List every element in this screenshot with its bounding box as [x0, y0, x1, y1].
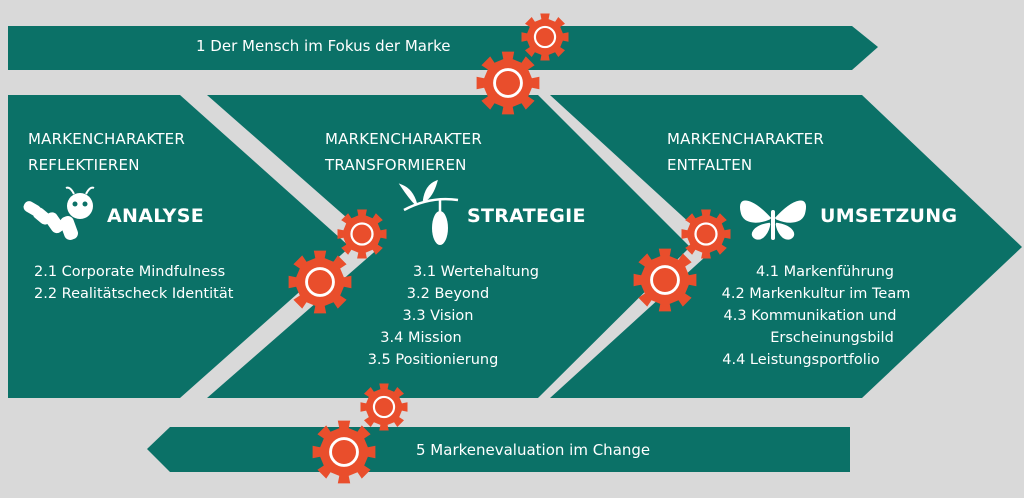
phase-umsetzung-items: 4.1 Markenführung 4.2 Markenkultur im Te… — [690, 261, 930, 371]
gear-icon — [633, 248, 697, 312]
phase-strategie-shape — [207, 95, 690, 398]
gear-icon — [360, 383, 408, 431]
phase-analyse-items: 2.1 Corporate Mindfulness 2.2 Realitätsc… — [34, 261, 233, 305]
list-item: 3.3 Vision — [402, 308, 474, 324]
heading-line: MARKENCHARAKTER — [667, 130, 824, 148]
heading-line: MARKENCHARAKTER — [325, 130, 482, 148]
list-item: 4.1 Markenführung — [755, 264, 895, 280]
phase-strategie-items: 3.1 Wertehaltung 3.2 Beyond 3.3 Vision 3… — [336, 261, 546, 371]
gear-icon — [681, 209, 731, 259]
list-item: 3.2 Beyond — [406, 286, 490, 302]
list-item: 3.1 Wertehaltung — [412, 264, 540, 280]
phase-umsetzung-shape — [550, 95, 1022, 398]
gear-icon — [521, 13, 569, 61]
heading-line: REFLEKTIEREN — [28, 156, 140, 174]
gear-icon — [288, 250, 352, 314]
gear-icon — [337, 209, 387, 259]
gear-icon — [476, 51, 540, 115]
phase-analyse-title: ANALYSE — [107, 205, 204, 227]
list-item: 4.2 Markenkultur im Team — [721, 286, 911, 302]
heading-line: TRANSFORMIEREN — [325, 156, 467, 174]
list-item: 3.5 Positionierung — [367, 352, 499, 368]
butterfly-icon — [738, 199, 808, 241]
top-bar-label: 1 Der Mensch im Fokus der Marke — [196, 37, 451, 55]
larva-icon — [23, 186, 95, 240]
list-item: 2.1 Corporate Mindfulness — [34, 264, 226, 280]
gear-icon — [312, 420, 376, 484]
heading-line: ENTFALTEN — [667, 156, 753, 174]
top-bar-shape — [8, 26, 878, 70]
list-item: 4.4 Leistungsportfolio — [722, 352, 880, 368]
list-item: 2.2 Realitätscheck Identität — [34, 286, 234, 302]
cocoon-branch-icon — [398, 179, 459, 245]
phase-umsetzung-heading: MARKENCHARAKTER ENTFALTEN — [667, 126, 824, 178]
phase-strategie-heading: MARKENCHARAKTER TRANSFORMIEREN — [325, 126, 482, 178]
list-item: 4.3 Kommunikation und — [723, 308, 897, 324]
list-item: Erscheinungsbild — [770, 330, 894, 346]
heading-line: MARKENCHARAKTER — [28, 130, 185, 148]
list-item: 3.4 Mission — [380, 330, 462, 346]
phase-strategie-title: STRATEGIE — [467, 205, 586, 227]
phase-analyse-shape — [8, 95, 350, 398]
phase-analyse-heading: MARKENCHARAKTER REFLEKTIEREN — [28, 126, 185, 178]
bottom-bar-label: 5 Markenevaluation im Change — [416, 441, 651, 459]
phase-umsetzung-title: UMSETZUNG — [820, 205, 958, 227]
